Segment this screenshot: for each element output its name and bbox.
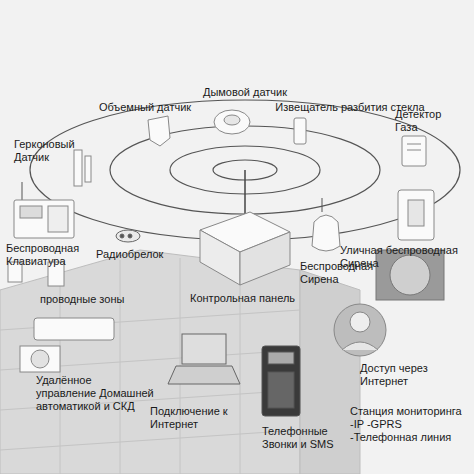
operator-photo (334, 304, 386, 356)
device-label: Объемный датчик (95, 101, 195, 114)
phone-icon (262, 346, 300, 416)
device-label: Станция мониторинга -IP -GPRS -Телефонна… (350, 405, 462, 444)
building-wall (0, 250, 300, 474)
device-label: Контрольная панель (190, 292, 310, 305)
glass-break-icon (294, 118, 306, 144)
keypad-icon (14, 182, 74, 238)
device-label: Подключение к Интернет (150, 405, 250, 431)
device-label: Дымовой датчик (180, 86, 310, 99)
globe-icon (376, 250, 444, 300)
device-label: Удалённое управление Домашней автоматико… (36, 374, 154, 413)
device-label: Беспроводная Сирена (300, 260, 380, 286)
siren-icon (312, 198, 340, 251)
building-windows (0, 258, 300, 474)
device-label: Доступ через Интернет (360, 362, 430, 388)
device-label: Детектор Газа (395, 108, 455, 134)
control-panel-icon (200, 170, 290, 285)
device-label: Телефонные Звонки и SMS (262, 425, 362, 451)
laptop-icon (168, 334, 240, 384)
reed-switch-icon (74, 150, 91, 186)
automation-icon (20, 318, 114, 372)
smoke-detector-icon (214, 110, 250, 134)
motion-sensor-icon (148, 116, 170, 146)
device-label: Герконовый Датчик (14, 138, 84, 164)
gas-detector-icon (402, 136, 426, 166)
keyfob-icon (116, 230, 140, 242)
device-label: Беспроводная Клавиатура (6, 242, 96, 268)
outdoor-siren-icon (398, 190, 434, 240)
device-label: проводные зоны (40, 293, 140, 306)
device-label: Радиобрелок (96, 248, 176, 261)
